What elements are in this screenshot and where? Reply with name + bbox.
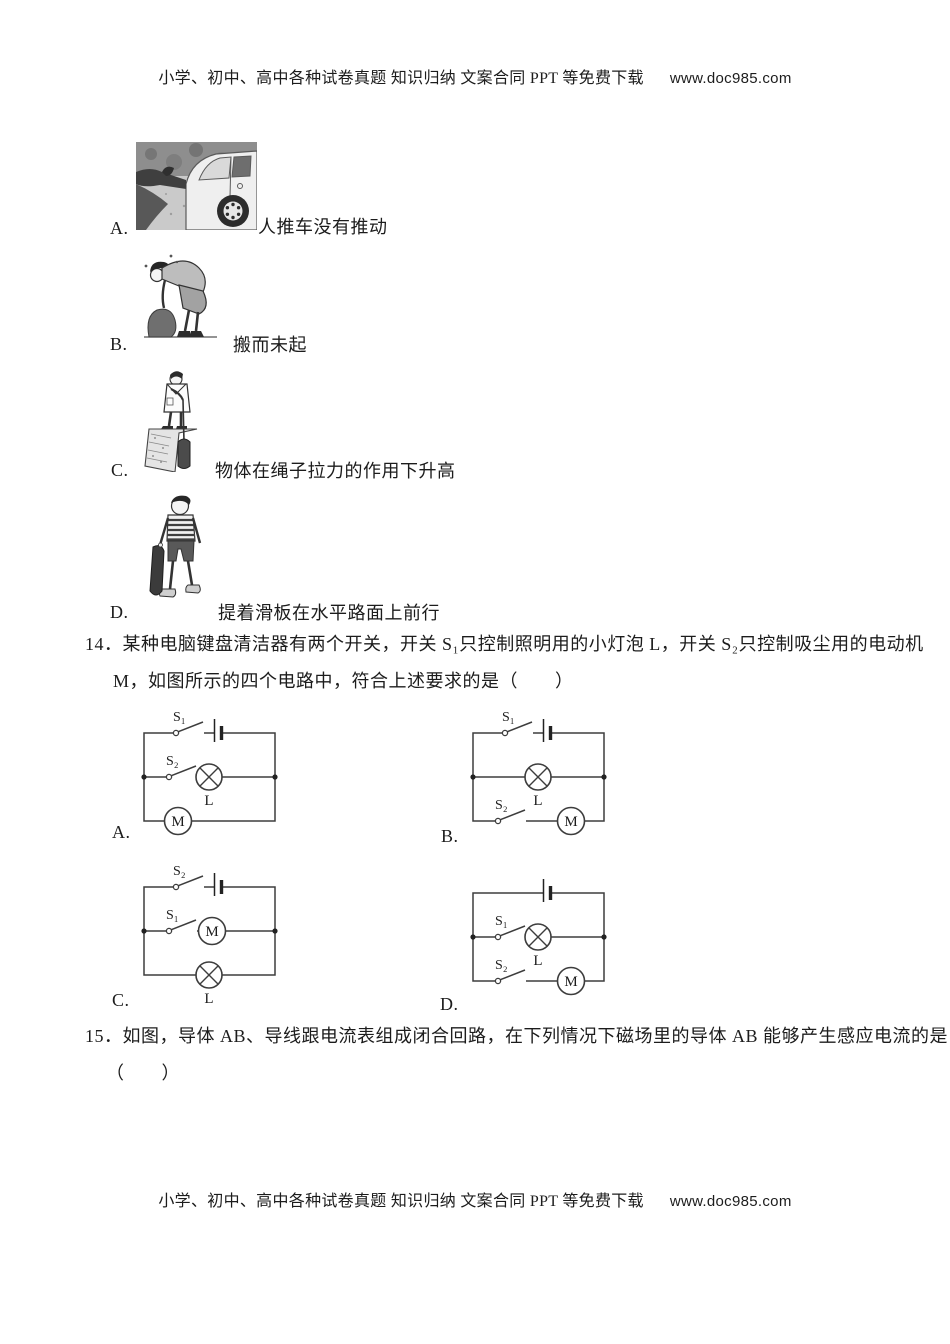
- option-d-label: D.: [110, 602, 129, 622]
- svg-text:S₂: S₂: [495, 958, 508, 973]
- motor-symbol: M: [163, 806, 193, 836]
- svg-text:S₁: S₁: [166, 908, 179, 923]
- junction-dot: [272, 774, 278, 780]
- switch-symbol: S₁: [165, 908, 197, 935]
- question-14-line1: 14．某种电脑键盘清洁器有两个开关，开关 S₁只控制照明用的小灯泡 L，开关 S…: [85, 634, 924, 654]
- footer-site-url: www.doc985.com: [669, 1193, 792, 1210]
- junction-dot: [470, 934, 476, 940]
- switch-symbol: S₂: [494, 798, 526, 825]
- illustration-person-lifting-rock: [144, 254, 217, 338]
- battery-symbol: [542, 719, 553, 742]
- switch-symbol: S₁: [172, 710, 204, 737]
- battery-symbol: [542, 879, 553, 902]
- circuit-loop-wire: [143, 886, 276, 976]
- circuit-loop-wire: [472, 892, 605, 982]
- circuit-a-label: A.: [112, 822, 131, 842]
- circuit-d-label: D.: [440, 994, 459, 1014]
- switch-symbol: S₁: [501, 710, 533, 737]
- svg-text:M: M: [205, 924, 218, 940]
- svg-text:S₂: S₂: [166, 754, 179, 769]
- svg-text:S₁: S₁: [502, 710, 515, 725]
- lamp-symbol: L: [195, 763, 223, 809]
- motor-symbol: M: [197, 916, 227, 946]
- junction-dot: [601, 934, 607, 940]
- circuit-diagram-a: S₁ S₂ L M: [141, 710, 278, 836]
- illustration-rope-pull: [144, 371, 198, 472]
- svg-text:M: M: [564, 814, 577, 830]
- illustration-boy-skateboard: [149, 495, 202, 598]
- option-c-label: C.: [111, 460, 129, 480]
- svg-text:M: M: [171, 814, 184, 830]
- junction-dot: [470, 774, 476, 780]
- circuit-loop-wire: [143, 732, 276, 822]
- header-site-url: www.doc985.com: [669, 70, 792, 87]
- svg-text:L: L: [204, 991, 213, 1006]
- circuit-diagram-d: S₁ L S₂ M: [470, 879, 607, 996]
- circuit-diagram-c: S₂ S₁ M L: [141, 864, 278, 1006]
- junction-dot: [272, 928, 278, 934]
- svg-text:M: M: [564, 974, 577, 990]
- option-c-caption: 物体在绳子拉力的作用下升高: [215, 461, 456, 481]
- question-14-line2: M，如图所示的四个电路中，符合上述要求的是（ ）: [113, 671, 574, 691]
- svg-text:L: L: [204, 793, 213, 809]
- option-b-label: B.: [110, 334, 128, 354]
- option-b-caption: 搬而未起: [233, 335, 307, 355]
- switch-symbol: S₂: [494, 958, 526, 985]
- junction-dot: [141, 774, 147, 780]
- question-15-line2: （ ）: [106, 1063, 180, 1083]
- lamp-symbol: L: [524, 923, 552, 969]
- switch-symbol: S₂: [165, 754, 197, 781]
- option-d-caption: 提着滑板在水平路面上前行: [218, 603, 440, 623]
- page-footer: 小学、初中、高中各种试卷真题 知识归纳 文案合同 PPT 等免费下载 www.do…: [0, 1192, 950, 1211]
- question-15-line1: 15．如图，导体 AB、导线跟电流表组成闭合回路，在下列情况下磁场里的导体 AB…: [85, 1026, 949, 1046]
- switch-symbol: S₂: [172, 864, 204, 891]
- lamp-symbol: L: [195, 961, 223, 1006]
- svg-text:S₂: S₂: [495, 798, 508, 813]
- junction-dot: [601, 774, 607, 780]
- battery-symbol: [213, 873, 224, 896]
- switch-symbol: S₁: [494, 914, 526, 941]
- page-header: 小学、初中、高中各种试卷真题 知识归纳 文案合同 PPT 等免费下载 www.do…: [0, 69, 950, 88]
- junction-dot: [141, 928, 147, 934]
- svg-text:S₁: S₁: [173, 710, 186, 725]
- battery-symbol: [213, 719, 224, 742]
- svg-text:S₂: S₂: [173, 864, 186, 879]
- circuit-c-label: C.: [112, 990, 130, 1010]
- footer-text: 小学、初中、高中各种试卷真题 知识归纳 文案合同 PPT 等免费下载: [158, 1193, 644, 1210]
- circuit-b-label: B.: [441, 826, 459, 846]
- header-text: 小学、初中、高中各种试卷真题 知识归纳 文案合同 PPT 等免费下载: [158, 70, 644, 87]
- motor-symbol: M: [556, 966, 586, 996]
- option-a-label: A.: [110, 218, 129, 238]
- svg-text:L: L: [533, 953, 542, 969]
- option-a-caption: 人推车没有推动: [258, 217, 388, 237]
- circuit-loop-wire: [472, 732, 605, 822]
- lamp-symbol: L: [524, 763, 552, 809]
- circuit-diagram-b: S₁ L S₂ M: [470, 710, 607, 836]
- motor-symbol: M: [556, 806, 586, 836]
- illustration-person-pushing-car: [136, 142, 257, 230]
- svg-text:L: L: [533, 793, 542, 809]
- svg-text:S₁: S₁: [495, 914, 508, 929]
